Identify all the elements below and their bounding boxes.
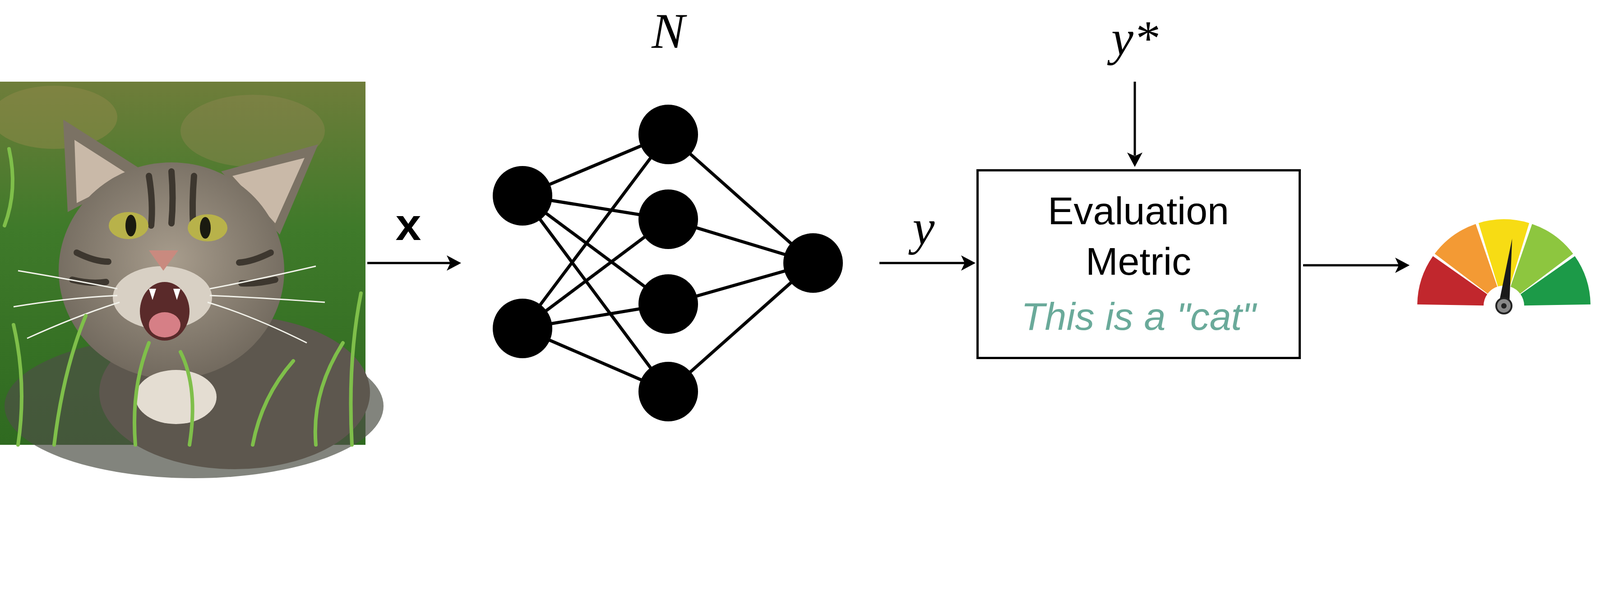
gauge-needle [1498, 238, 1513, 307]
neural-network [492, 104, 843, 422]
process-box: Evaluation MetricThis is a "cat" [976, 169, 1301, 360]
network-symbol: N [651, 2, 685, 61]
gauge-hub [1496, 298, 1512, 314]
gauge-segment [1520, 256, 1591, 306]
gauge-meter [1417, 219, 1591, 314]
target-symbol: y* [1111, 9, 1159, 68]
input-symbol: x [394, 202, 422, 254]
output-symbol: y [912, 199, 935, 257]
metric-example: This is a "cat" [1021, 291, 1256, 343]
gauge-hub-dot [1501, 303, 1507, 309]
metric-title: Evaluation Metric [1021, 185, 1256, 287]
cat-photo [0, 81, 384, 479]
